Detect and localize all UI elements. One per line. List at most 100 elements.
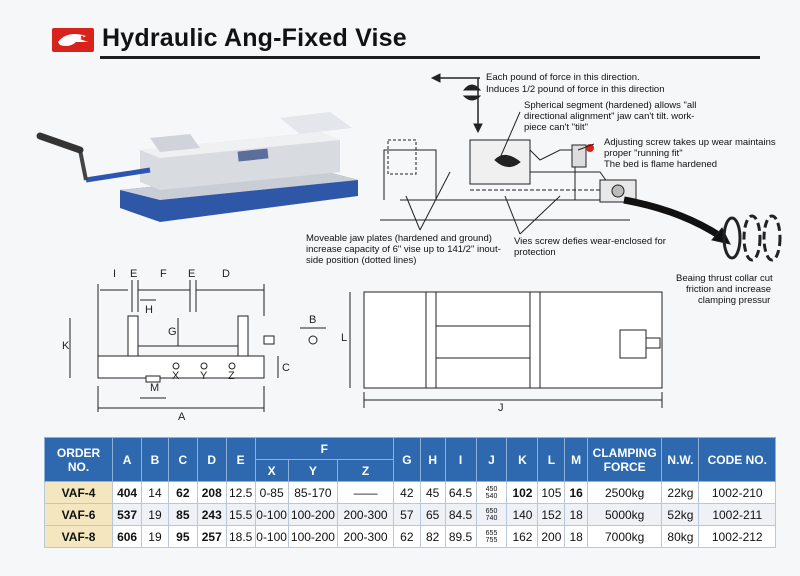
note-screw-2: protection — [514, 247, 556, 258]
dim-label-x: X — [172, 370, 180, 382]
cell-j-bottom: 740 — [485, 514, 498, 522]
spec-table: ORDER NO. A B C D E F G H I J K L M CLAM… — [43, 437, 776, 548]
cell-d: 208 — [196, 481, 227, 504]
dim-label-y: Y — [200, 370, 208, 382]
cell-i: 89.5 — [444, 525, 477, 548]
cell-b: 19 — [141, 525, 169, 548]
table-row: VAF-6 537 19 85 243 15.5 0-100 100-200 2… — [43, 503, 776, 526]
cell-e: 12.5 — [225, 481, 256, 504]
note-adjust-2: proper "running fit" — [604, 148, 683, 159]
col-header-c: C — [167, 437, 198, 482]
cell-j-top: 650 — [485, 507, 498, 515]
cell-order: VAF-8 — [43, 525, 114, 548]
col-header-m: M — [564, 437, 588, 482]
note-force-half: Induces 1/2 pound of force in this direc… — [486, 84, 665, 95]
note-jaw-2: increase capacity of 6" vise up to 141/2… — [306, 244, 501, 255]
dim-label-d: D — [222, 268, 230, 280]
table-row: VAF-4 404 14 62 208 12.5 0-85 85-170 —— … — [43, 481, 776, 504]
dim-label-a: A — [178, 411, 186, 423]
col-header-b: B — [141, 437, 169, 482]
cell-h: 65 — [419, 503, 446, 526]
cell-nw: 80kg — [661, 525, 700, 548]
cell-z: —— — [337, 481, 394, 504]
col-header-clamping-force: CLAMPING FORCE — [586, 437, 663, 482]
cell-x: 0-85 — [254, 481, 289, 504]
cutaway-diagram — [380, 73, 782, 262]
cell-g: 57 — [392, 503, 421, 526]
dim-label-i: I — [113, 268, 117, 280]
vise-photo — [36, 112, 358, 222]
cell-i: 84.5 — [444, 503, 477, 526]
dim-label-e-right: E — [188, 268, 196, 280]
brand-logo — [52, 28, 94, 52]
dim-label-c: C — [282, 362, 290, 374]
cell-nw: 52kg — [661, 503, 700, 526]
cell-e: 15.5 — [225, 503, 256, 526]
dim-label-h: H — [145, 304, 153, 316]
cell-h: 45 — [419, 481, 446, 504]
cell-j-top: 655 — [485, 529, 498, 537]
cell-k: 162 — [506, 525, 539, 548]
dim-label-e-left: E — [130, 268, 138, 280]
col-header-z: Z — [337, 459, 394, 482]
cell-j-bottom: 540 — [485, 492, 498, 500]
side-dimension-drawing — [69, 280, 326, 412]
cell-order: VAF-6 — [43, 503, 114, 526]
cell-code: 1002-211 — [698, 503, 776, 526]
dim-label-g: G — [168, 326, 177, 338]
col-header-j: J — [475, 437, 508, 482]
note-thrust-3: clamping pressur — [698, 295, 771, 306]
cell-code: 1002-212 — [698, 525, 776, 548]
dim-label-j: J — [498, 402, 504, 414]
note-spherical-2: directional alignment" jaw can't tilt. w… — [524, 111, 695, 122]
cell-j-top: 450 — [485, 485, 498, 493]
dim-label-k: K — [62, 340, 70, 352]
note-force-direction: Each pound of force in this direction. — [486, 72, 640, 83]
col-header-g: G — [392, 437, 421, 482]
dim-label-f: F — [160, 268, 167, 280]
cell-clamping-force: 7000kg — [586, 525, 663, 548]
cell-k: 140 — [506, 503, 539, 526]
cell-nw: 22kg — [661, 481, 700, 504]
col-header-order: ORDER NO. — [43, 437, 114, 482]
cell-c: 62 — [167, 481, 198, 504]
cell-b: 19 — [141, 503, 169, 526]
cell-l: 152 — [537, 503, 566, 526]
col-header-i: I — [444, 437, 477, 482]
cell-l: 200 — [537, 525, 566, 548]
top-dimension-drawing — [349, 291, 663, 408]
note-adjust-3: The bed is flame hardened — [604, 159, 718, 170]
dim-label-z: Z — [228, 370, 235, 382]
dim-label-b: B — [309, 314, 317, 326]
col-header-x: X — [254, 459, 289, 482]
title-underline — [100, 56, 760, 59]
cell-y: 100-200 — [287, 525, 339, 548]
cell-x: 0-100 — [254, 525, 289, 548]
note-jaw-1: Moveable jaw plates (hardened and ground… — [306, 233, 492, 244]
cell-j-bottom: 755 — [485, 536, 498, 544]
col-header-k: K — [506, 437, 539, 482]
cell-d: 243 — [196, 503, 227, 526]
vise-illustrations — [36, 73, 782, 412]
note-adjust-1: Adjusting screw takes up wear maintains — [604, 137, 776, 148]
cell-a: 606 — [112, 525, 143, 548]
cell-order: VAF-4 — [43, 481, 114, 504]
cell-code: 1002-210 — [698, 481, 776, 504]
cell-clamping-force: 5000kg — [586, 503, 663, 526]
note-thrust-1: Beaing thrust collar cut — [676, 273, 773, 284]
cell-b: 14 — [141, 481, 169, 504]
table-row: VAF-8 606 19 95 257 18.5 0-100 100-200 2… — [43, 525, 776, 548]
col-header-y: Y — [287, 459, 339, 482]
cell-l: 105 — [537, 481, 566, 504]
cell-k: 102 — [506, 481, 539, 504]
cell-d: 257 — [196, 525, 227, 548]
page-title: Hydraulic Ang-Fixed Vise — [102, 24, 407, 52]
col-header-d: D — [196, 437, 227, 482]
cell-clamping-force: 2500kg — [586, 481, 663, 504]
col-header-e: E — [225, 437, 256, 482]
col-header-a: A — [112, 437, 143, 482]
note-spherical-3: piece can't "tilt" — [524, 122, 589, 133]
